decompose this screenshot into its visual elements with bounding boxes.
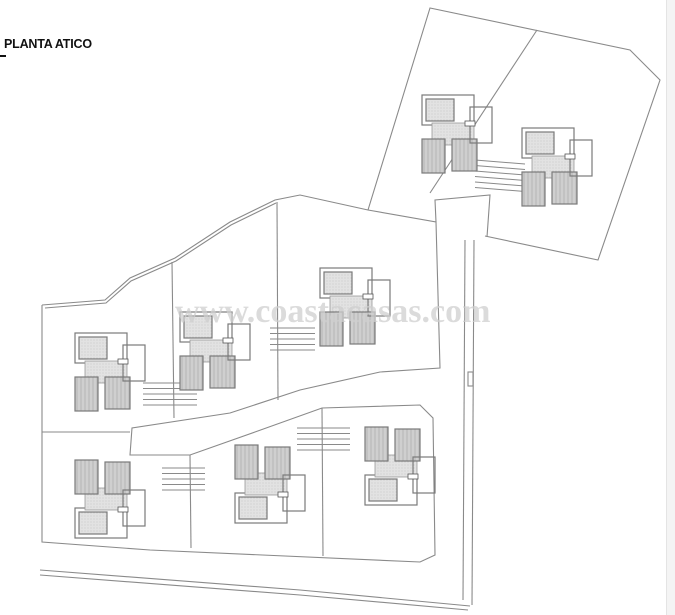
pool xyxy=(368,478,398,502)
parcel-divider xyxy=(189,454,192,549)
villa xyxy=(364,426,436,506)
parcel-top-right xyxy=(367,7,661,261)
roof-hatched xyxy=(234,444,259,480)
villas-group xyxy=(74,94,593,539)
roof-hatched xyxy=(364,426,389,462)
roof-hatched xyxy=(74,376,99,412)
stair-step xyxy=(474,181,526,187)
villa xyxy=(179,311,251,391)
label-box xyxy=(222,337,234,344)
parcel-divider xyxy=(276,201,279,401)
road-edge xyxy=(471,239,475,606)
pool xyxy=(525,131,555,155)
roof-hatched xyxy=(264,446,291,480)
villa xyxy=(421,94,493,174)
label-box xyxy=(362,293,374,300)
pool xyxy=(323,271,353,295)
pool xyxy=(238,496,268,520)
pool xyxy=(425,98,455,122)
stair-step xyxy=(474,159,526,165)
villa xyxy=(74,332,146,412)
villa xyxy=(521,127,593,207)
roof-hatched xyxy=(349,311,376,345)
parcel-boundaries xyxy=(39,7,661,611)
parcel-divider xyxy=(429,29,538,194)
label-box xyxy=(117,506,129,513)
roof-hatched xyxy=(551,171,578,205)
roof-hatched xyxy=(451,138,478,172)
title-underline xyxy=(0,55,6,57)
villa xyxy=(74,459,146,539)
stair-step xyxy=(474,187,526,192)
parcel-divider xyxy=(171,261,175,419)
label-box xyxy=(564,153,576,160)
stair-step xyxy=(474,176,526,181)
roof-hatched xyxy=(104,461,131,495)
stair-step xyxy=(474,165,526,170)
label-box xyxy=(464,120,476,127)
roof-hatched xyxy=(209,355,236,389)
pool xyxy=(183,315,213,339)
plan-title: PLANTA ATICO xyxy=(4,37,92,51)
page-edge xyxy=(666,0,675,615)
watermark: www.coastacasas.com xyxy=(175,293,490,330)
label-box xyxy=(117,358,129,365)
roof-hatched xyxy=(521,171,546,207)
roof-hatched xyxy=(421,138,446,174)
roof-hatched xyxy=(394,428,421,462)
roof-hatched xyxy=(74,459,99,495)
label-box xyxy=(277,491,289,498)
pool xyxy=(78,511,108,535)
villa xyxy=(319,267,391,347)
pool xyxy=(78,336,108,360)
label-box xyxy=(407,473,419,480)
access-path xyxy=(434,194,491,238)
road-edge xyxy=(462,239,466,601)
villa xyxy=(234,444,306,524)
roof-hatched xyxy=(179,355,204,391)
road-edge-bottom xyxy=(39,569,471,607)
stairs-group xyxy=(143,159,526,491)
roof-hatched xyxy=(319,311,344,347)
parcel-main-outline xyxy=(41,194,441,563)
gate xyxy=(467,371,474,387)
stair-step xyxy=(474,170,526,176)
parcel-divider xyxy=(321,407,324,557)
roof-hatched xyxy=(104,376,131,410)
